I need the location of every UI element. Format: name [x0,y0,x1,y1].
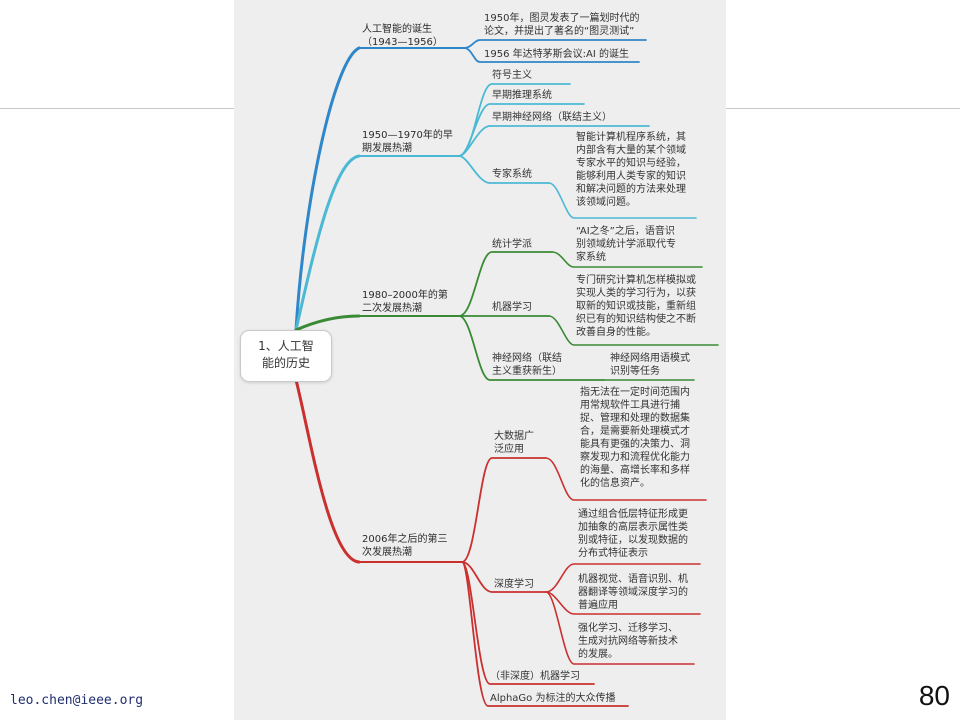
branch-4-leaf-2-desc-3: 强化学习、迁移学习、 生成对抗网络等新技术 的发展。 [578,623,678,660]
branch-2-leaf-4-desc: 智能计算机程序系统，其 内部含有大量的某个领域 专家水平的知识与经验， 能够利用… [576,132,686,208]
branch-4-lines [294,378,707,707]
branch-1-title: 人工智能的诞生 （1943—1956） [362,24,443,48]
footer-email: leo.chen@ieee.org [10,693,144,708]
branch-2-leaf-1: 符号主义 [492,70,532,81]
branch-4-leaf-2-desc-2: 机器视觉、语音识别、机 器翻译等领域深度学习的 普遍应用 [578,574,688,611]
branch-4-leaf-1: 大数据广 泛应用 [494,431,534,455]
branch-4-leaf-2: 深度学习 [494,579,534,590]
branch-3-leaf-2-desc: 专门研究计算机怎样模拟或 实现人类的学习行为，以获 取新的知识或技能，重新组 织… [576,275,696,338]
branch-4-title: 2006年之后的第三 次发展热潮 [362,534,448,558]
branch-3-lines [294,251,719,381]
branch-4-leaf-1-desc: 指无法在一定时间范围内 用常规软件工具进行捕 捉、管理和处理的数据集 合，是需要… [580,387,690,489]
branch-3-leaf-1: 统计学派 [492,239,532,250]
branch-2-leaf-2: 早期推理系统 [492,90,552,101]
branch-3-leaf-1-desc: “AI之冬”之后，语音识 别领域统计学派取代专 家系统 [576,226,676,263]
branch-3-leaf-2: 机器学习 [492,302,532,313]
mindmap-connectors [294,39,719,707]
branch-3-title: 1980–2000年的第 二次发展热潮 [362,290,448,314]
branch-3-leaf-3-desc: 神经网络用语模式 识别等任务 [610,353,690,377]
branch-2-title: 1950—1970年的早 期发展热潮 [362,130,453,154]
branch-4-leaf-3: （非深度）机器学习 [490,671,580,682]
branch-4-leaf-4: AlphaGo 为标注的大众传播 [490,693,616,704]
branch-4-leaf-2-desc-1: 通过组合低层特征形成更 加抽象的高层表示属性类 别或特征，以发现数据的 分布式特… [578,509,688,559]
branch-1-lines [294,39,647,332]
mindmap-root-node: 1、人工智 能的历史 [240,330,332,382]
branch-2-leaf-4: 专家系统 [492,169,532,180]
mindmap-image: 1、人工智 能的历史 人工智能的诞生 （1943—1956） 1950年，图灵发… [234,0,726,720]
branch-2-leaf-3: 早期神经网络（联结主义） [492,112,612,123]
page-number: 80 [918,680,950,711]
header-rule-right [726,108,960,109]
branch-1-leaf-1: 1950年，图灵发表了一篇划时代的 论文，并提出了著名的“图灵测试” [484,13,640,37]
root-label: 1、人工智 能的历史 [258,339,314,370]
header-rule-left [0,108,234,109]
branch-1-leaf-2: 1956 年达特茅斯会议:AI 的诞生 [484,49,629,60]
branch-3-leaf-3: 神经网络（联结 主义重获新生） [492,353,562,377]
branch-2-lines [294,83,697,332]
